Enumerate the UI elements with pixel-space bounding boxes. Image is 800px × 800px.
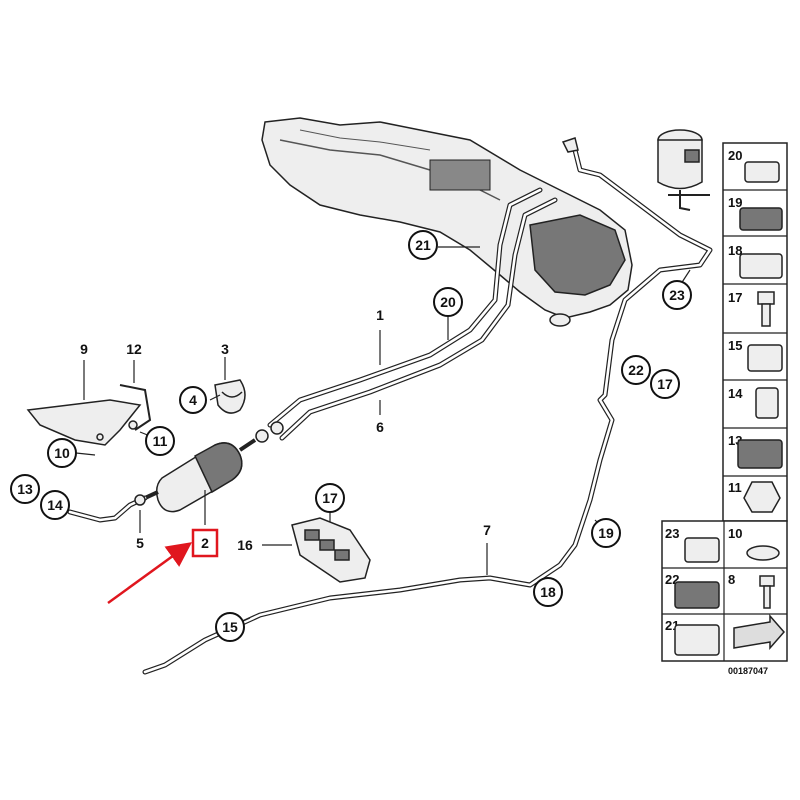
callout-17-lower: 17 <box>315 483 345 513</box>
svg-text:20: 20 <box>728 148 742 163</box>
svg-text:2: 2 <box>201 535 209 551</box>
svg-text:11: 11 <box>728 480 742 495</box>
svg-text:13: 13 <box>17 481 33 497</box>
callout-4: 4 <box>179 386 207 414</box>
direction-arrow-icon <box>733 614 785 650</box>
clip-holder <box>291 517 371 583</box>
svg-text:17: 17 <box>657 376 673 392</box>
svg-text:23: 23 <box>669 287 685 303</box>
panel-item: 20 <box>723 148 787 191</box>
svg-text:18: 18 <box>728 243 742 258</box>
label-6: 6 <box>376 419 384 435</box>
label-16: 16 <box>237 537 253 553</box>
callout-21: 21 <box>408 230 438 260</box>
svg-text:20: 20 <box>440 294 456 310</box>
label-5: 5 <box>136 535 144 551</box>
bottom-panel-item: 23 <box>665 526 679 541</box>
callout-15: 15 <box>215 612 245 642</box>
highlighted-part-label: 2 <box>191 528 219 558</box>
svg-text:21: 21 <box>415 237 431 253</box>
svg-text:17: 17 <box>322 490 338 506</box>
panel-item: 18 <box>723 243 787 285</box>
fuel-tank <box>261 117 633 327</box>
callout-19: 19 <box>591 518 621 548</box>
fuel-line-20 <box>267 187 558 441</box>
clamp <box>214 379 246 414</box>
svg-text:17: 17 <box>728 290 742 305</box>
callout-18: 18 <box>533 577 563 607</box>
svg-text:15: 15 <box>728 338 742 353</box>
label-3: 3 <box>221 341 229 357</box>
panel-item: 15 <box>723 338 787 381</box>
svg-text:14: 14 <box>47 497 63 513</box>
vent-canister <box>657 129 710 211</box>
drawing-number: 00187047 <box>728 666 768 676</box>
svg-text:22: 22 <box>628 362 644 378</box>
panel-item: 14 <box>723 386 787 429</box>
svg-text:18: 18 <box>540 584 556 600</box>
svg-text:15: 15 <box>222 619 238 635</box>
label-7: 7 <box>483 522 491 538</box>
bottom-parts-panel: 23 22 21 10 8 <box>661 520 788 662</box>
red-pointer-arrow <box>107 542 193 605</box>
label-12: 12 <box>126 341 142 357</box>
bracket-plate <box>26 384 152 446</box>
callout-23: 23 <box>662 280 692 310</box>
svg-text:11: 11 <box>153 433 168 449</box>
panel-item: 19 <box>723 195 787 237</box>
svg-text:4: 4 <box>189 392 197 408</box>
callout-22: 22 <box>621 355 651 385</box>
panel-item: 11 <box>728 480 781 513</box>
svg-text:19: 19 <box>728 195 742 210</box>
label-9: 9 <box>80 341 88 357</box>
fuel-filter <box>144 421 284 513</box>
callout-13: 13 <box>10 474 40 504</box>
hose-14 <box>67 494 148 523</box>
side-parts-panel: 20 19 18 17 15 14 <box>722 142 788 522</box>
svg-text:10: 10 <box>54 445 70 461</box>
svg-text:19: 19 <box>598 525 614 541</box>
svg-text:14: 14 <box>728 386 743 401</box>
callout-11: 11 <box>145 426 175 456</box>
callout-20: 20 <box>433 287 463 317</box>
bottom-panel-item: 8 <box>728 572 735 587</box>
bottom-panel-item: 10 <box>728 526 742 541</box>
panel-item: 17 <box>723 290 787 334</box>
panel-item: 13 <box>723 433 787 477</box>
fuel-line-long <box>142 137 713 675</box>
callout-17-upper: 17 <box>650 369 680 399</box>
callout-10: 10 <box>47 438 77 468</box>
label-1: 1 <box>376 307 384 323</box>
callout-14: 14 <box>40 490 70 520</box>
